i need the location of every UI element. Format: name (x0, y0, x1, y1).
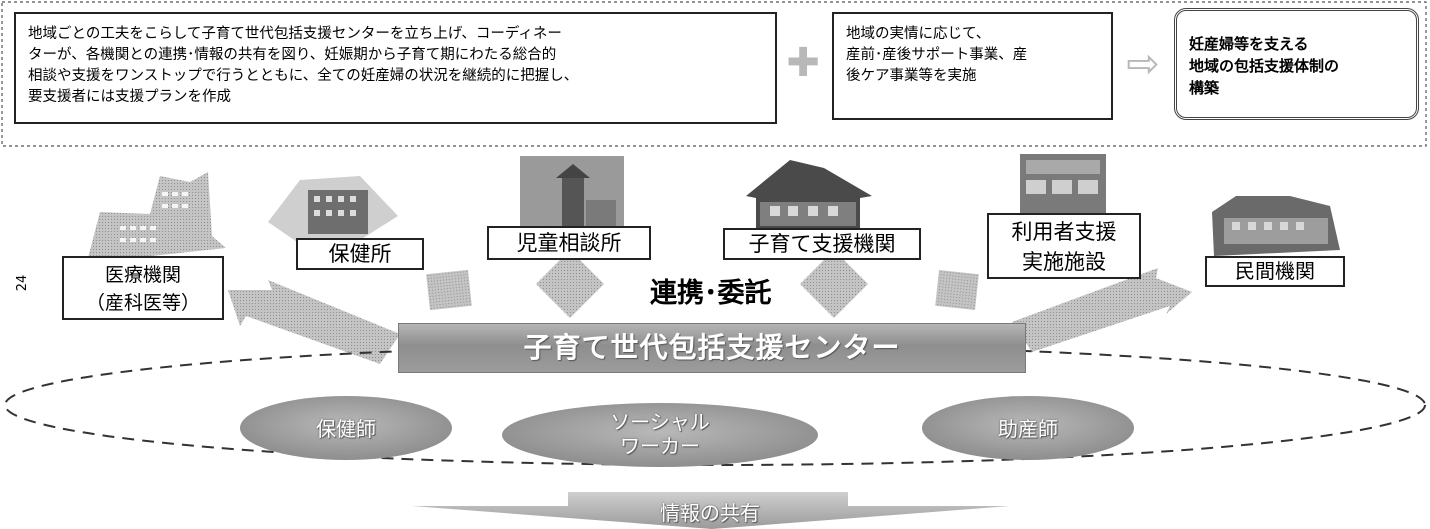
share-arrow (412, 492, 1010, 529)
support-system-box: 妊産婦等を支える 地域の包括支援体制の 構築 (1174, 8, 1419, 120)
label-health-center: 保健所 (296, 238, 424, 270)
local-projects-line: 後ケア事業等を実施 (846, 68, 977, 84)
role-public-health-nurse: 保健師 (316, 417, 376, 441)
user-support-facility-illustration (1020, 154, 1106, 214)
role-ellipse-josanshi (922, 396, 1134, 460)
double-arrow-right (1012, 268, 1192, 352)
health-center-illustration (268, 176, 398, 244)
top-dashed-frame (1, 1, 1427, 147)
support-system-line: 構築 (1189, 79, 1220, 97)
local-projects-line: 地域の実情に応じて、 (846, 26, 991, 42)
label-user-support-line: 利用者支援 (1011, 220, 1117, 244)
center-description-line: 地域ごとの工夫をこらして子育て世代包括支援センターを立ち上げ、コーディネー (28, 26, 562, 42)
page-number: 24 (15, 274, 30, 292)
diamond-right (800, 250, 868, 318)
double-arrow-left (228, 280, 400, 364)
label-private-institution: 民間機関 (1205, 256, 1345, 287)
label-medical-line: （産科医等） (85, 292, 200, 314)
diamond-left (536, 250, 604, 318)
label-user-support-line: 実施施設 (1022, 250, 1106, 274)
info-sharing-label: 情報の共有 (660, 501, 760, 525)
support-system-line: 地域の包括支援体制の (1189, 57, 1340, 75)
hospital-illustration (88, 172, 226, 262)
support-institution-illustration (746, 160, 872, 228)
cooperation-label: 連携･委託 (650, 278, 772, 309)
center-description-line: 要支援者には支援プランを作成 (28, 89, 231, 105)
label-medical-line: 医療機関 (104, 264, 181, 286)
center-description-line: 相談や支援をワンストップで行うとともに、全ての妊産婦の状況を継続的に把握し、 (28, 68, 579, 84)
role-ellipse-hokenshi (240, 396, 452, 460)
label-child-guidance: 児童相談所 (487, 226, 651, 260)
connector-square-right (935, 270, 979, 310)
role-social-line: ソーシャル (610, 410, 710, 434)
child-guidance-illustration (520, 156, 624, 228)
support-system-line: 妊産婦等を支える (1189, 35, 1309, 53)
arrow-right-icon: ⇨ (1126, 41, 1160, 87)
role-ellipse-social (502, 403, 818, 467)
role-social-line: ワーカー (620, 434, 700, 458)
center-description-box: 地域ごとの工夫をこらして子育て世代包括支援センターを立ち上げ、コーディネー ター… (14, 12, 777, 124)
local-projects-box: 地域の実情に応じて、 産前･産後サポート事業、産 後ケア事業等を実施 (832, 12, 1113, 120)
label-childcare-support: 子育て支援機関 (723, 228, 921, 260)
role-social-worker: ソーシャル ワーカー (500, 404, 820, 464)
center-title-bar: 子育て世代包括支援センター (398, 323, 1026, 373)
label-user-support-facility: 利用者支援 実施施設 (987, 213, 1141, 279)
center-description-line: ターが、各機関との連携･情報の共有を図り、妊娠期から子育て期にわたる総合的 (28, 47, 557, 63)
local-projects-line: 産前･産後サポート事業、産 (846, 47, 1028, 63)
staff-dashed-ellipse (4, 344, 1426, 466)
role-midwife: 助産師 (998, 417, 1058, 441)
private-institution-illustration (1212, 196, 1340, 256)
plus-icon: ✚ (786, 40, 820, 86)
connector-square-left (426, 269, 472, 311)
label-medical-institution: 医療機関 （産科医等） (62, 256, 224, 320)
